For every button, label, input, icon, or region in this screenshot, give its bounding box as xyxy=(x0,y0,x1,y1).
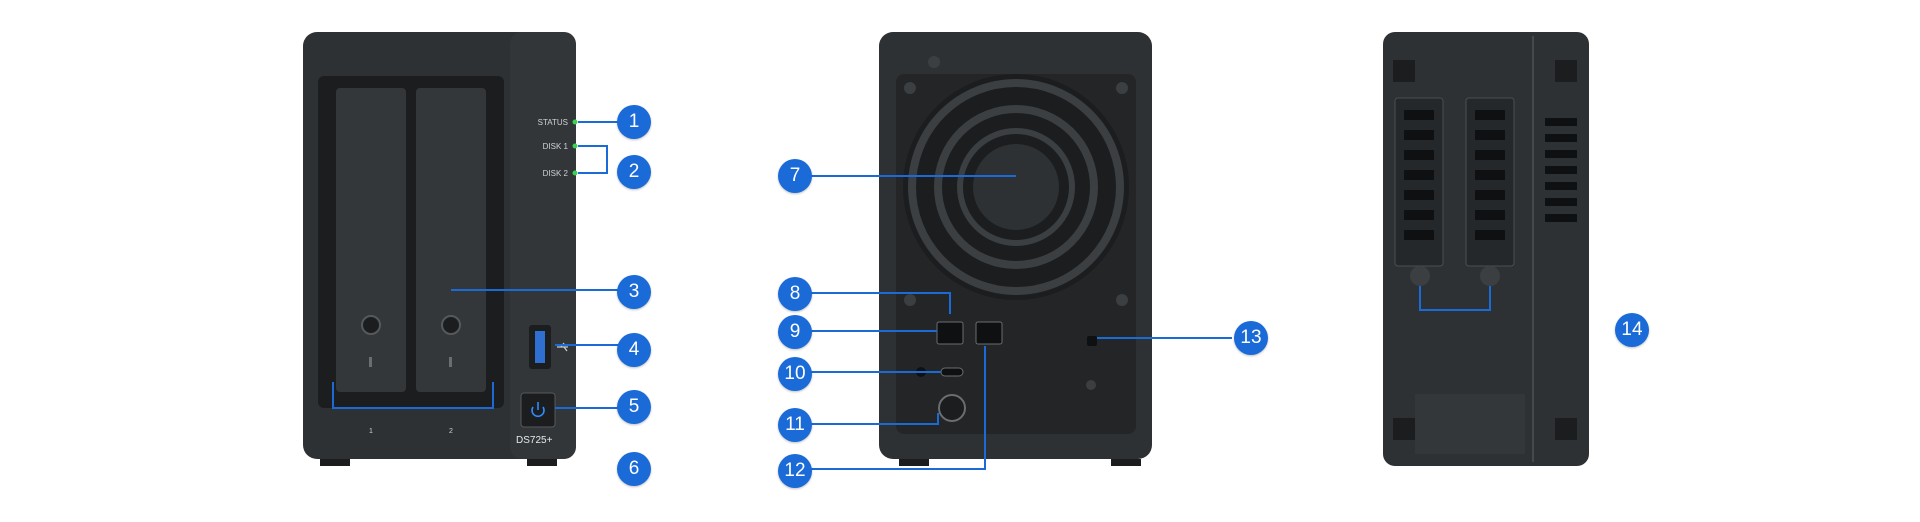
front-side-panel xyxy=(510,32,576,459)
callout-3[interactable]: 3 xyxy=(617,275,651,309)
usb-port-insert xyxy=(535,331,545,363)
pad-tr xyxy=(1555,60,1577,82)
callout-11[interactable]: 11 xyxy=(778,408,812,442)
callout-6[interactable]: 6 xyxy=(617,452,651,486)
fan-screw-bl xyxy=(904,294,916,306)
model-label: DS725+ xyxy=(516,435,553,446)
callout-7[interactable]: 7 xyxy=(778,159,812,193)
disk2-led-label: DISK 2 xyxy=(543,169,569,178)
lan-port-2[interactable] xyxy=(975,321,1003,345)
drive-tray-1[interactable] xyxy=(336,88,406,392)
front-foot-left xyxy=(320,459,350,466)
back-bottom-screw xyxy=(1086,380,1096,390)
cover-screw-1[interactable] xyxy=(1410,266,1430,286)
drive-tray-2[interactable] xyxy=(416,88,486,392)
fan-ring-inner xyxy=(957,128,1075,246)
fan-screw-tr xyxy=(1116,82,1128,94)
leader-6 xyxy=(332,382,494,409)
power-icon xyxy=(531,402,545,418)
bottom-view xyxy=(1383,32,1589,466)
security-slot[interactable] xyxy=(1087,336,1097,346)
fan-ring-outer xyxy=(908,79,1124,295)
leader-2 xyxy=(578,145,608,174)
callout-12[interactable]: 12 xyxy=(778,454,812,488)
pad-bl xyxy=(1393,418,1415,440)
front-foot-right xyxy=(527,459,557,466)
back-foot-right xyxy=(1111,459,1141,466)
disk2-led xyxy=(572,170,578,176)
lan-port-1[interactable] xyxy=(936,321,964,345)
vent-slots xyxy=(1404,110,1577,240)
callout-13[interactable]: 13 xyxy=(1234,321,1268,355)
bay-number-2: 2 xyxy=(449,428,453,435)
callout-9[interactable]: 9 xyxy=(778,315,812,349)
leader-12 xyxy=(810,346,986,470)
pad-tl xyxy=(1393,60,1415,82)
callout-1[interactable]: 1 xyxy=(617,105,651,139)
drive-cover-2[interactable] xyxy=(1465,97,1515,267)
callout-8[interactable]: 8 xyxy=(778,277,812,311)
fan-screw-tl xyxy=(904,82,916,94)
status-led xyxy=(572,119,578,125)
disk1-led-label: DISK 1 xyxy=(543,142,569,151)
drive-cover-1[interactable] xyxy=(1394,97,1444,267)
top-screw xyxy=(928,56,940,68)
bottom-label-area xyxy=(1415,394,1525,454)
status-led-label: STATUS xyxy=(538,118,568,127)
usb-c-port[interactable] xyxy=(940,367,964,377)
bay-number-1: 1 xyxy=(369,428,373,435)
pad-br xyxy=(1555,418,1577,440)
back-view xyxy=(879,32,1152,466)
disk1-led xyxy=(572,143,578,149)
callout-5[interactable]: 5 xyxy=(617,390,651,424)
tray-lock-2-icon[interactable] xyxy=(441,315,461,335)
leader-8 xyxy=(810,292,951,314)
tray-mark-2 xyxy=(449,357,452,367)
tray-lock-1-icon[interactable] xyxy=(361,315,381,335)
back-foot-left xyxy=(899,459,929,466)
callout-10[interactable]: 10 xyxy=(778,357,812,391)
cover-screw-2[interactable] xyxy=(1480,266,1500,286)
callout-4[interactable]: 4 xyxy=(617,333,651,367)
dc-power-port[interactable] xyxy=(938,394,966,422)
fan-screw-br xyxy=(1116,294,1128,306)
fan-hub xyxy=(973,144,1059,230)
leader-14 xyxy=(1419,286,1491,311)
tray-mark-1 xyxy=(369,357,372,367)
leader-11 xyxy=(810,413,939,425)
callout-2[interactable]: 2 xyxy=(617,155,651,189)
fan-ring-mid xyxy=(934,105,1098,269)
front-view: STATUS DISK 1 DISK 2 1 2 DS725+ xyxy=(303,32,578,466)
callout-14[interactable]: 14 xyxy=(1615,313,1649,347)
